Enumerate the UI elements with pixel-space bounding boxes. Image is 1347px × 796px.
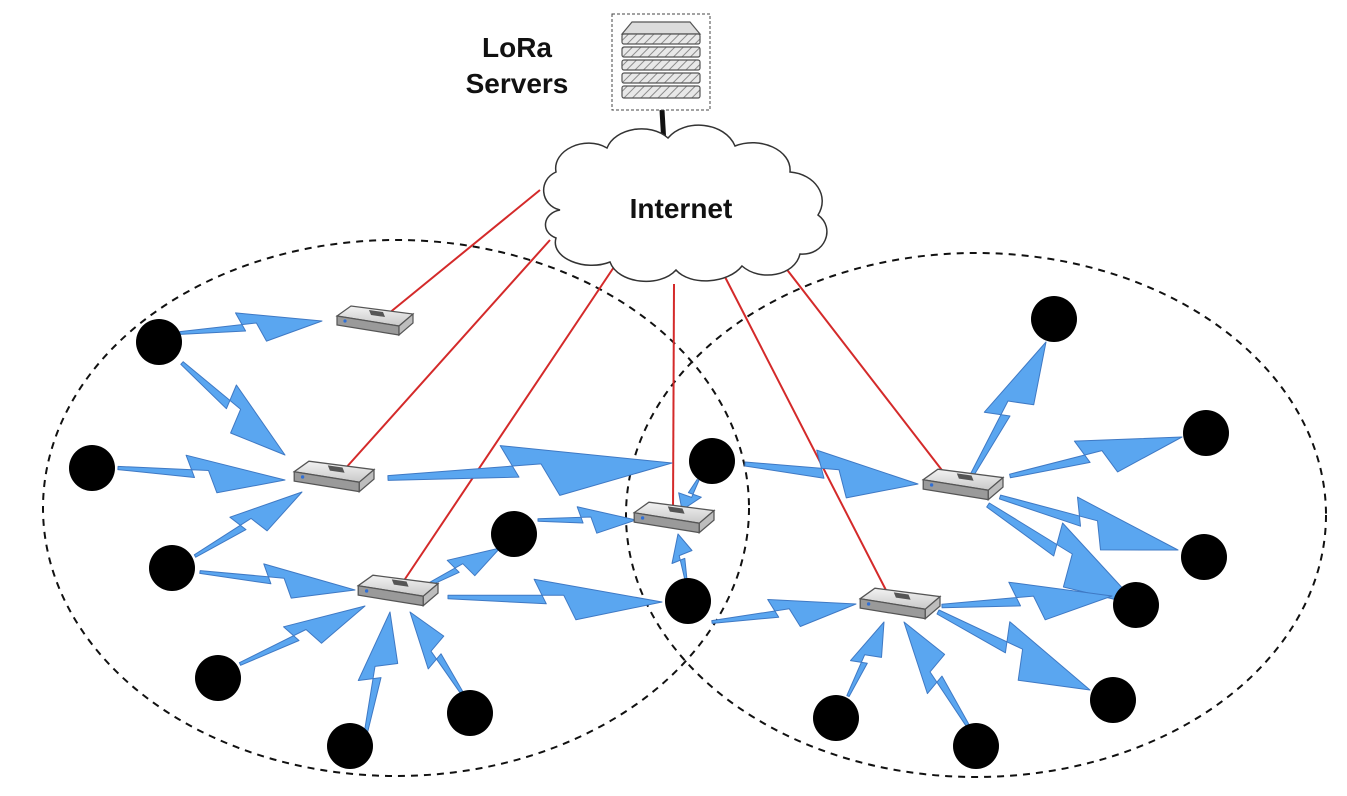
radio-link-bolt xyxy=(678,479,702,511)
radio-link-bolt xyxy=(387,445,673,496)
server-label-line1: LoRa xyxy=(482,32,552,63)
end-device-node-icon xyxy=(1113,582,1159,628)
end-device-node-icon xyxy=(491,511,537,557)
end-devices xyxy=(69,296,1229,769)
end-device-node-icon xyxy=(689,438,735,484)
radio-link-bolt xyxy=(180,361,286,456)
radio-link-bolt xyxy=(671,533,693,581)
radio-link-bolt xyxy=(193,491,303,558)
radio-link-bolt xyxy=(744,449,919,499)
radio-link-bolt xyxy=(179,312,323,342)
coverage-area-right xyxy=(625,252,1327,778)
radio-link-bolt xyxy=(903,621,970,728)
gateway-icon xyxy=(858,587,942,621)
radio-link-bolt xyxy=(846,621,885,697)
gateways xyxy=(292,305,1005,621)
gateway-icon xyxy=(921,468,1005,502)
radio-link-bolt xyxy=(238,605,366,666)
end-device-node-icon xyxy=(1090,677,1136,723)
radio-link-bolt xyxy=(941,581,1113,621)
end-device-node-icon xyxy=(665,578,711,624)
end-device-node-icon xyxy=(1181,534,1227,580)
end-device-node-icon xyxy=(1031,296,1077,342)
radio-link-bolt xyxy=(998,494,1179,551)
internet-label: Internet xyxy=(630,193,733,224)
coverage-area-left xyxy=(42,239,750,777)
backhaul-links xyxy=(343,189,949,597)
radio-link-bolt xyxy=(936,609,1091,691)
radio-link-bolt xyxy=(117,454,286,494)
backhaul-link xyxy=(402,257,621,583)
gateway-icon xyxy=(292,460,376,494)
radio-link-bolt xyxy=(199,563,356,599)
end-device-node-icon xyxy=(953,723,999,769)
radio-link-bolt xyxy=(537,506,637,534)
end-device-node-icon xyxy=(69,445,115,491)
backhaul-link xyxy=(387,189,541,315)
end-device-node-icon xyxy=(327,723,373,769)
end-device-node-icon xyxy=(447,690,493,736)
end-device-node-icon xyxy=(813,695,859,741)
gateway-icon xyxy=(356,574,440,608)
backhaul-link xyxy=(723,274,890,597)
end-device-node-icon xyxy=(149,545,195,591)
backhaul-link xyxy=(672,283,675,515)
backhaul-link xyxy=(343,239,551,471)
end-device-node-icon xyxy=(1183,410,1229,456)
backhaul-link xyxy=(777,257,949,479)
radio-link-bolt xyxy=(711,599,857,627)
end-device-node-icon xyxy=(195,655,241,701)
end-device-node-icon xyxy=(136,319,182,365)
radio-link-bolt xyxy=(447,578,663,621)
cloud-icon: Internet xyxy=(542,124,828,283)
radio-links xyxy=(117,312,1183,733)
gateway-icon xyxy=(335,305,415,337)
radio-link-bolt xyxy=(969,341,1047,477)
radio-link-bolt xyxy=(409,611,464,695)
radio-link-bolt xyxy=(1009,436,1183,479)
radio-link-bolt xyxy=(357,611,399,733)
gateway-icon xyxy=(632,501,716,535)
server-rack-icon xyxy=(611,13,711,111)
server-label-line2: Servers xyxy=(466,68,569,99)
